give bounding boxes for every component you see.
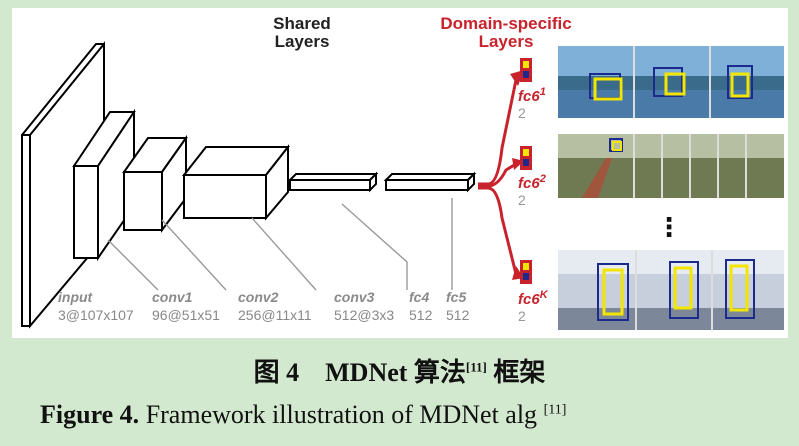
shared-layers-title-line2: Layers — [275, 32, 330, 51]
fc6-1-unit — [520, 58, 532, 82]
more-domains-ellipsis: ⋮ — [656, 213, 682, 243]
conv1-dims: 96@51x51 — [152, 307, 220, 323]
caption-chinese: 图 4 MDNet 算法[11] 框架 — [0, 352, 799, 389]
fc6-2-label: fc62 — [518, 173, 546, 192]
input-label: input — [58, 289, 94, 305]
conv3-label: conv3 — [334, 289, 375, 305]
fc6-2-dims: 2 — [518, 192, 526, 208]
caption-en-figure-number: Figure 4. — [40, 400, 140, 429]
fc5-label: fc5 — [446, 289, 466, 305]
mdnet-diagram: Shared Layers Domain-specific Layers inp… — [21, 14, 784, 330]
domain-layers-title: Domain-specific — [440, 14, 571, 33]
fc6-1-label: fc61 — [518, 86, 546, 105]
caption-cn-title: MDNet 算法 — [325, 358, 466, 387]
caption-cn-reference: [11] — [465, 359, 487, 375]
conv2-dims: 256@11x11 — [238, 307, 312, 323]
conv3-block — [181, 144, 291, 221]
caption-cn-figure-number: 图 4 — [253, 358, 300, 387]
fc5-block — [383, 171, 477, 193]
fc6-1-dims: 2 — [518, 105, 526, 121]
fc4-dims: 512 — [409, 307, 433, 323]
fc6-2-unit — [520, 146, 532, 170]
fc4-block — [287, 171, 379, 193]
conv3-dims: 512@3x3 — [334, 307, 394, 323]
fc4-label: fc4 — [409, 289, 429, 305]
caption-en-text: Framework illustration of MDNet alg — [145, 400, 538, 429]
conv2-block — [122, 134, 188, 233]
branch-arrows — [478, 79, 518, 275]
input-dims: 3@107x107 — [58, 307, 134, 323]
domain-layers-title-line2: Layers — [479, 32, 534, 51]
fc5-dims: 512 — [446, 307, 470, 323]
fc6-k-label: fc6K — [518, 289, 549, 308]
shared-layers-title: Shared — [273, 14, 331, 33]
conv1-label: conv1 — [152, 289, 193, 305]
figure-panel: Shared Layers Domain-specific Layers inp… — [12, 8, 788, 338]
image-sequence-2 — [558, 134, 784, 198]
fc6-k-unit — [520, 260, 532, 284]
caption-cn-tail: 框架 — [493, 358, 546, 387]
image-sequence-k — [558, 250, 784, 330]
image-sequence-1 — [558, 46, 784, 118]
conv2-label: conv2 — [238, 289, 279, 305]
leader-lines — [107, 198, 453, 291]
caption-english: Figure 4. Framework illustration of MDNe… — [40, 400, 799, 430]
caption-en-reference: [11] — [543, 402, 567, 418]
fc6-k-dims: 2 — [518, 308, 526, 324]
